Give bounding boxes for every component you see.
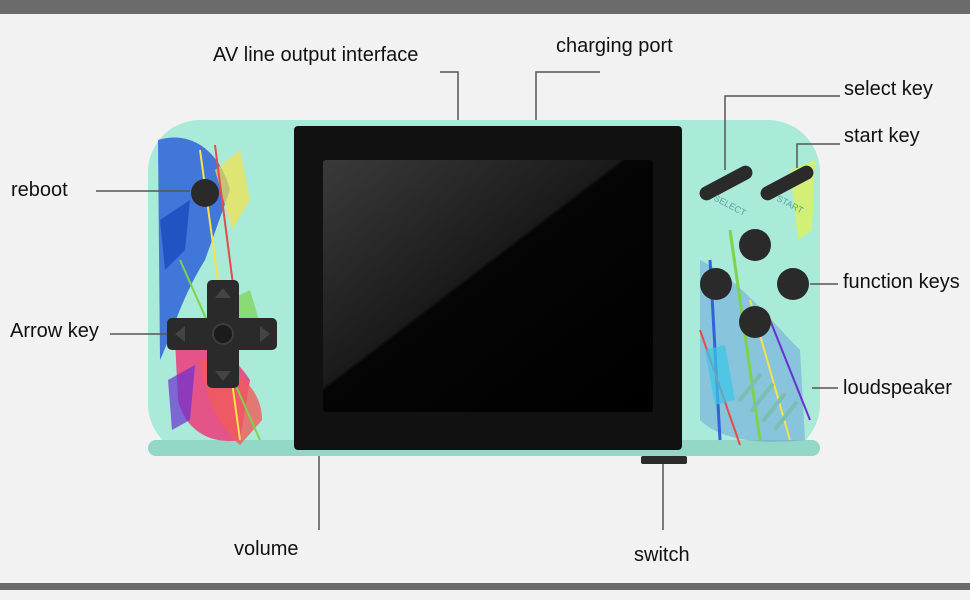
label-reboot: reboot xyxy=(11,180,68,200)
label-av-line: AV line output interface xyxy=(213,45,418,65)
label-select-key: select key xyxy=(844,79,933,99)
leader-charging-port xyxy=(536,72,600,120)
label-start-key: start key xyxy=(844,126,920,146)
label-switch: switch xyxy=(634,545,690,565)
label-volume: volume xyxy=(234,539,298,559)
power-switch[interactable] xyxy=(641,456,687,464)
label-charging-port: charging port xyxy=(556,36,673,56)
reboot-button[interactable] xyxy=(191,179,219,207)
function-key-top[interactable] xyxy=(739,229,771,261)
function-key-left[interactable] xyxy=(700,268,732,300)
function-key-right[interactable] xyxy=(777,268,809,300)
screen-display xyxy=(323,160,653,412)
label-loudspeaker: loudspeaker xyxy=(843,378,952,398)
label-function-keys: function keys xyxy=(843,272,960,292)
leader-av-line xyxy=(440,72,458,120)
function-key-bottom[interactable] xyxy=(739,306,771,338)
label-arrow-key: Arrow key xyxy=(10,321,99,341)
